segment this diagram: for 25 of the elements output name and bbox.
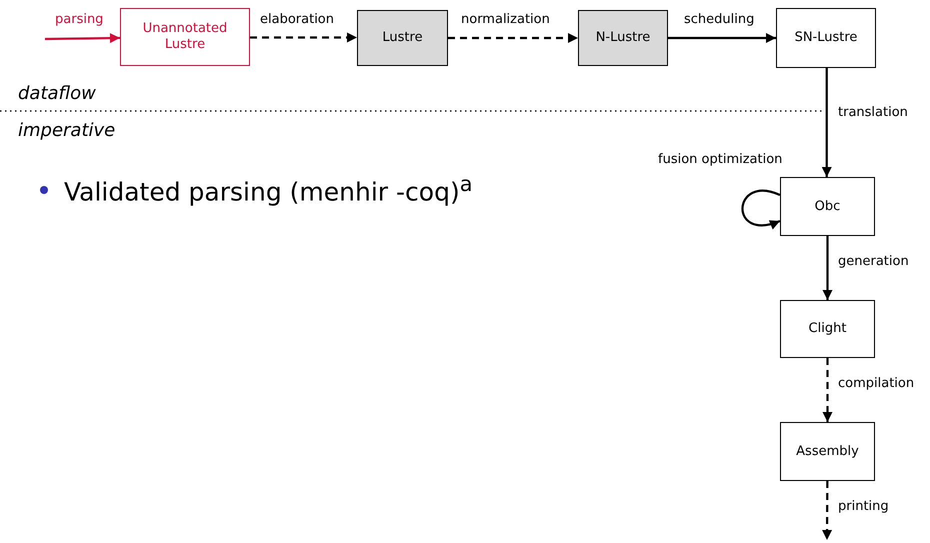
process-box: Clight (780, 300, 875, 358)
edge-label: fusion optimization (658, 152, 782, 168)
process-box: Assembly (780, 422, 875, 481)
process-box: Unannotated Lustre (120, 8, 250, 66)
arrow (822, 236, 832, 300)
region-label: dataflow (18, 83, 96, 104)
edge-label: printing (838, 499, 889, 515)
arrow (741, 190, 780, 229)
edge-label: compilation (838, 376, 914, 392)
edge-label: parsing (55, 12, 104, 28)
arrow (250, 32, 357, 42)
bullet-text: Validated parsing (menhir -coq)$^{a}$ (64, 172, 472, 206)
process-box: SN-Lustre (776, 8, 876, 68)
process-box: N-Lustre (578, 10, 668, 66)
arrow (822, 358, 832, 422)
edge-label: generation (838, 254, 909, 270)
arrow (822, 68, 832, 177)
arrow (668, 33, 776, 43)
region-label: imperative (18, 120, 116, 141)
arrow (448, 33, 578, 43)
process-box: Lustre (357, 10, 448, 66)
arrow (44, 33, 120, 44)
edge-label: scheduling (684, 12, 754, 28)
arrow (822, 481, 832, 540)
process-box: Obc (780, 177, 875, 236)
